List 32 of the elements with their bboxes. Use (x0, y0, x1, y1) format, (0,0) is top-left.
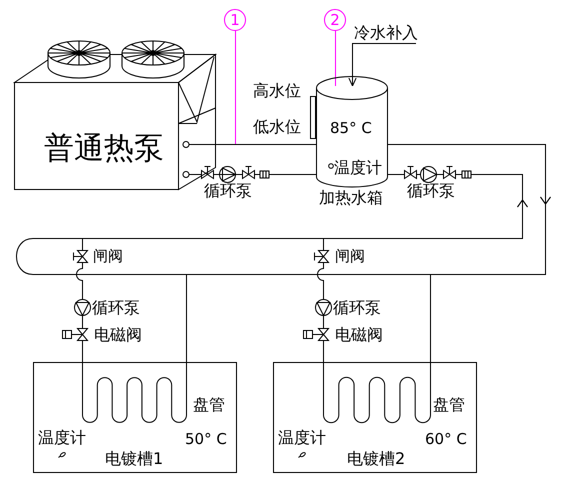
leader-line (335, 30, 336, 86)
pump-label: 循环泵 (407, 182, 455, 200)
coil-label: 盘管 (193, 396, 225, 414)
temperature-label: 50° C (185, 431, 227, 448)
pump-label: 循环泵 (333, 299, 381, 318)
pump-label: 循环泵 (92, 299, 140, 318)
leader-line (235, 30, 236, 144)
valve-label: 电磁阀 (94, 326, 142, 344)
coil-label: 盘管 (433, 396, 465, 414)
level-label: 低水位 (253, 118, 301, 136)
tank-label: 电镀槽1 (105, 450, 164, 468)
arrow (348, 43, 416, 86)
callout-number: 2 (324, 9, 346, 31)
tank-label: 电镀槽2 (347, 450, 406, 468)
temperature-label: 60° C (425, 431, 467, 448)
plating-tank (273, 362, 477, 473)
thermometer-label: 温度计 (38, 429, 86, 448)
tank-caption: 加热水箱 (319, 189, 383, 208)
thermometer-label: 温度计 (278, 429, 326, 448)
temperature-label: 85° C (330, 120, 372, 138)
valve-label: 闸阀 (93, 248, 123, 266)
thermometer-label: 温度计 (334, 159, 382, 178)
pipe-line (188, 167, 316, 182)
inlet-label: 冷水补入 (354, 22, 418, 43)
valve-label: 电磁阀 (335, 326, 383, 344)
level-label: 高水位 (253, 82, 301, 100)
plating-tank (33, 362, 237, 473)
unit-label: 普通热泵 (44, 132, 164, 166)
pipe-line (188, 144, 316, 145)
callout-number: 1 (224, 9, 246, 31)
pump-label: 循环泵 (204, 182, 252, 200)
valve-label: 闸阀 (335, 248, 365, 266)
